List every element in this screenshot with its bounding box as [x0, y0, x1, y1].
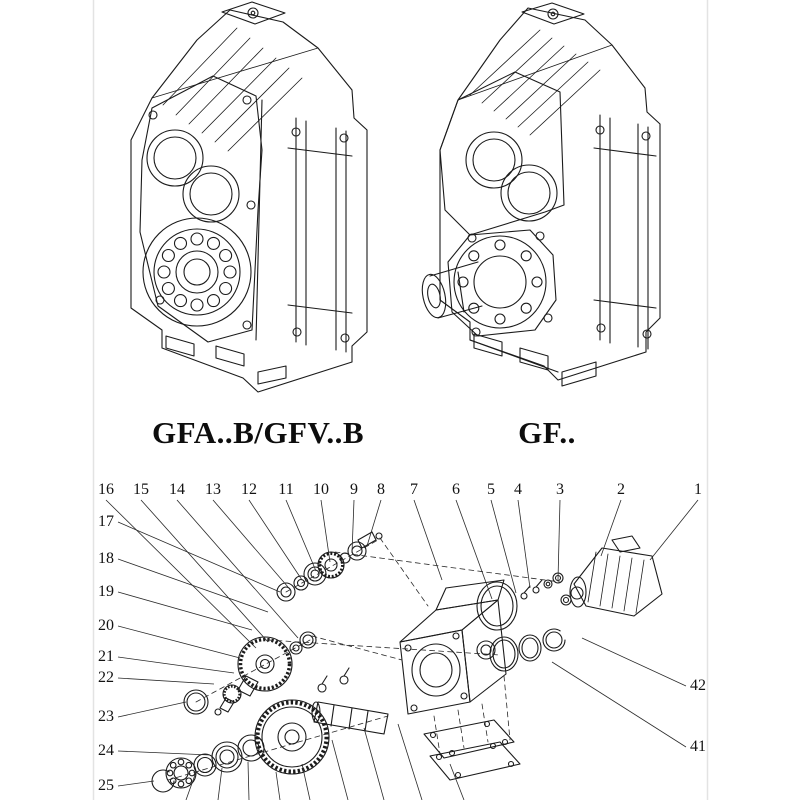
face-screws	[148, 95, 256, 330]
callout-4: 4	[514, 481, 522, 498]
callout-15: 15	[133, 481, 149, 498]
output-flange	[447, 229, 557, 337]
callout-12: 12	[241, 481, 257, 498]
callout-5: 5	[487, 481, 495, 498]
input-shaft-parts	[276, 531, 383, 602]
callout-14: 14	[169, 481, 185, 498]
leader-lines	[105, 499, 699, 800]
callout-11: 11	[278, 481, 294, 498]
callout-25: 25	[98, 777, 114, 794]
housing	[399, 579, 507, 715]
side-ribs	[287, 117, 353, 353]
gasket-plates	[423, 719, 521, 781]
callout-9: 9	[350, 481, 358, 498]
assembly-axis-lines	[167, 537, 561, 781]
side-ribs	[593, 114, 657, 350]
callout-22: 22	[98, 669, 114, 686]
motor-unit	[560, 535, 663, 617]
callout-19: 19	[98, 583, 114, 600]
callout-7: 7	[410, 481, 418, 498]
callout-20: 20	[98, 617, 114, 634]
input-bores	[146, 129, 240, 223]
gearbox-figure-gf	[421, 2, 661, 387]
model-label-gf: GF..	[518, 415, 576, 450]
output-side-rings	[489, 628, 566, 672]
callout-23: 23	[98, 708, 114, 725]
callout-17: 17	[98, 513, 114, 530]
mounting-feet	[165, 335, 287, 385]
callout-21: 21	[98, 648, 114, 665]
mounting-feet	[469, 333, 597, 387]
input-gasket-and-bolts	[476, 572, 564, 631]
callout-8: 8	[377, 481, 385, 498]
callout-1: 1	[694, 481, 702, 498]
top-plate	[221, 1, 286, 25]
model-label-gfab-gfv: GFA..B/GFV..B	[151, 415, 365, 450]
callout-13: 13	[205, 481, 221, 498]
top-ribs	[151, 27, 319, 152]
front-face	[139, 75, 263, 343]
front-face	[439, 71, 565, 236]
callout-42: 42	[690, 677, 706, 694]
callout-18: 18	[98, 550, 114, 567]
output-shaft-parts	[151, 667, 389, 793]
callout-6: 6	[452, 481, 460, 498]
callout-2: 2	[617, 481, 625, 498]
output-shaft	[421, 261, 483, 319]
callout-3: 3	[556, 481, 564, 498]
hollow-shaft-bearing	[142, 217, 252, 327]
callout-16: 16	[98, 481, 114, 498]
callout-24: 24	[98, 742, 114, 759]
page-edges	[92, 0, 709, 800]
gearbox-figure-gfab-gfv	[130, 1, 368, 393]
callout-10: 10	[313, 481, 329, 498]
top-plate	[521, 2, 585, 25]
input-bores	[465, 131, 558, 222]
top-ribs	[457, 29, 613, 136]
callout-41: 41	[690, 738, 706, 755]
